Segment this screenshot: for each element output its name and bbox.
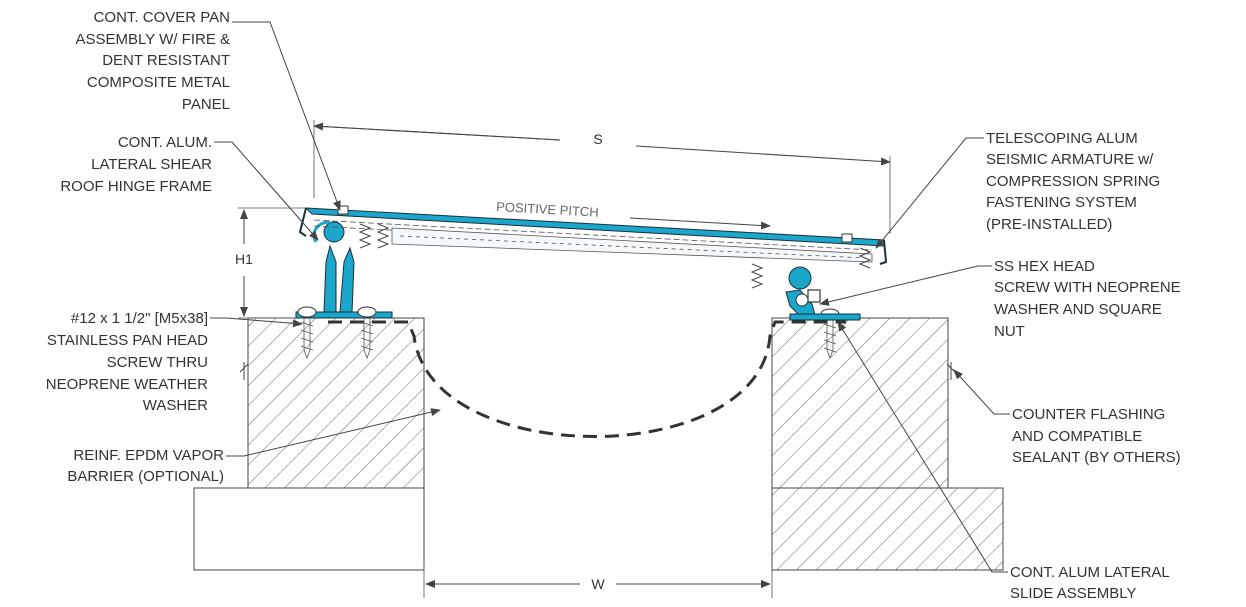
svg-text:BARRIER (OPTIONAL): BARRIER (OPTIONAL) <box>67 468 224 485</box>
left-slab <box>193 487 425 571</box>
leader-cover-pan <box>232 21 341 211</box>
label-hinge-frame: CONT. ALUM. LATERAL SHEAR ROOF HINGE FRA… <box>60 134 212 195</box>
svg-text:TELESCOPING ALUM: TELESCOPING ALUM <box>986 130 1138 147</box>
right-curb <box>771 317 949 489</box>
dimension-s: S <box>313 120 891 234</box>
label-slide-assembly: CONT. ALUM LATERAL SLIDE ASSEMBLY <box>1010 564 1170 602</box>
svg-text:SCREW WITH NEOPRENE: SCREW WITH NEOPRENE <box>994 279 1181 296</box>
left-counter-flashing <box>239 362 249 380</box>
leader-slide-assembly <box>837 321 1008 573</box>
svg-text:CONT. COVER PAN: CONT. COVER PAN <box>94 9 230 26</box>
dimension-s-label: S <box>593 131 602 147</box>
svg-text:AND COMPATIBLE: AND COMPATIBLE <box>1012 428 1142 445</box>
label-pan-head-screw: #12 x 1 1/2" [M5x38] STAINLESS PAN HEAD … <box>46 310 208 414</box>
label-hex-screw: SS HEX HEAD SCREW WITH NEOPRENE WASHER A… <box>994 258 1181 340</box>
dimension-h1-label: H1 <box>235 251 253 267</box>
left-screw-1 <box>297 306 317 360</box>
right-slab <box>771 487 1004 571</box>
svg-text:REINF. EPDM VAPOR: REINF. EPDM VAPOR <box>73 447 224 464</box>
label-seismic-armature: TELESCOPING ALUM SEISMIC ARMATURE w/ COM… <box>986 130 1160 233</box>
label-cover-pan: CONT. COVER PAN ASSEMBLY W/ FIRE & DENT … <box>76 9 230 113</box>
label-vapor-barrier: REINF. EPDM VAPOR BARRIER (OPTIONAL) <box>67 447 224 485</box>
dimension-w: W <box>423 560 773 598</box>
cover-pan <box>298 205 888 265</box>
svg-text:ROOF HINGE FRAME: ROOF HINGE FRAME <box>60 178 212 195</box>
svg-text:WASHER: WASHER <box>143 397 208 414</box>
svg-text:NEOPRENE WEATHER: NEOPRENE WEATHER <box>46 376 208 393</box>
svg-text:WASHER AND SQUARE: WASHER AND SQUARE <box>994 301 1162 318</box>
svg-text:PANEL: PANEL <box>182 96 230 113</box>
svg-text:SEISMIC ARMATURE w/: SEISMIC ARMATURE w/ <box>986 151 1154 168</box>
left-screw-2 <box>357 306 377 360</box>
svg-text:FASTENING SYSTEM: FASTENING SYSTEM <box>986 194 1137 211</box>
svg-text:CONT. ALUM LATERAL: CONT. ALUM LATERAL <box>1010 564 1170 581</box>
svg-text:(PRE-INSTALLED): (PRE-INSTALLED) <box>986 216 1112 233</box>
hinge-frame <box>295 220 393 319</box>
slide-assembly <box>785 266 861 321</box>
svg-text:COMPOSITE METAL: COMPOSITE METAL <box>87 74 230 91</box>
svg-text:SLIDE ASSEMBLY: SLIDE ASSEMBLY <box>1010 585 1136 602</box>
dimension-h1: H1 <box>235 207 306 319</box>
svg-text:NUT: NUT <box>994 323 1025 340</box>
svg-text:COMPRESSION SPRING: COMPRESSION SPRING <box>986 173 1160 190</box>
svg-text:LATERAL SHEAR: LATERAL SHEAR <box>91 156 212 173</box>
svg-text:COUNTER FLASHING: COUNTER FLASHING <box>1012 406 1165 423</box>
vapor-barrier <box>328 320 846 438</box>
svg-text:SS HEX HEAD: SS HEX HEAD <box>994 258 1095 275</box>
leader-pan-head-screw <box>210 317 303 328</box>
svg-text:DENT RESISTANT: DENT RESISTANT <box>102 52 230 69</box>
label-counter-flashing: COUNTER FLASHING AND COMPATIBLE SEALANT … <box>1012 406 1181 466</box>
svg-text:SEALANT (BY OTHERS): SEALANT (BY OTHERS) <box>1012 449 1181 466</box>
pitch-annotation: POSITIVE PITCH <box>496 199 771 230</box>
svg-text:ASSEMBLY W/ FIRE &: ASSEMBLY W/ FIRE & <box>76 31 230 48</box>
leader-hex-screw <box>819 265 992 306</box>
compression-springs <box>358 223 872 289</box>
leader-hinge-frame <box>214 141 319 241</box>
svg-text:#12 x 1 1/2" [M5x38]: #12 x 1 1/2" [M5x38] <box>71 310 208 327</box>
leader-vapor-barrier <box>226 408 441 457</box>
leader-seismic-armature <box>875 137 984 249</box>
svg-text:STAINLESS PAN HEAD: STAINLESS PAN HEAD <box>47 332 208 349</box>
dimension-w-label: W <box>591 576 605 592</box>
pitch-label: POSITIVE PITCH <box>496 199 599 220</box>
left-curb <box>247 317 425 489</box>
svg-text:CONT. ALUM.: CONT. ALUM. <box>118 134 212 151</box>
svg-text:SCREW THRU: SCREW THRU <box>107 354 208 371</box>
leader-counter-flashing <box>953 369 1010 415</box>
